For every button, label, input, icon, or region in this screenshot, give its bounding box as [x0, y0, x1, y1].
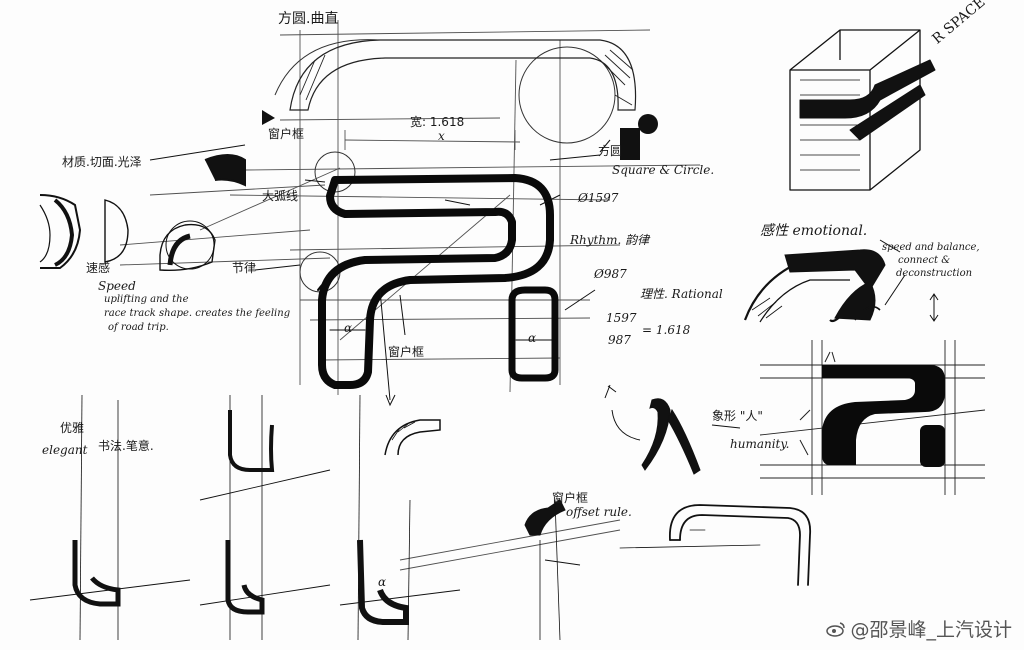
- note-ratio-num: 1597: [606, 311, 637, 325]
- note-window-bottom: 窗户框: [388, 345, 425, 359]
- note-offset-en: offset rule.: [566, 505, 632, 519]
- note-ratio-den: 987: [608, 333, 631, 347]
- note-fangyuan-quzhi: 方圆.曲直: [278, 11, 339, 27]
- note-speed-balance-3: deconstruction: [896, 268, 973, 279]
- main-r-letterform: [317, 174, 559, 389]
- note-elegant-cn: 优雅: [60, 421, 85, 435]
- emotional-r-sketch: [743, 239, 939, 323]
- note-rational: 理性. Rational: [640, 287, 723, 301]
- note-speed-en: Speed: [98, 279, 136, 293]
- watermark: @邵景峰_上汽设计: [826, 615, 1012, 642]
- note-d1597: Ø1597: [578, 191, 619, 205]
- note-alpha: α: [344, 321, 353, 335]
- note-speed-cn: 速感: [86, 261, 111, 275]
- note-rhythm: Rhythm. 韵律: [570, 233, 650, 247]
- note-x-mark: x: [438, 129, 445, 143]
- note-racetrack: race track shape. creates the feeling: [104, 308, 291, 319]
- note-offset-cn: 窗户框: [552, 491, 589, 505]
- square-circle-icon: [599, 114, 658, 160]
- note-emotional: 感性 emotional.: [760, 223, 868, 239]
- note-d987: Ø987: [594, 267, 627, 281]
- note-alpha-c: α: [378, 575, 387, 589]
- note-square-circle-en: Square & Circle.: [612, 163, 715, 177]
- note-speed-balance-1: speed and balance,: [882, 242, 980, 253]
- note-materials: 材质.切面.光泽: [62, 155, 142, 169]
- note-roadtrip: of road trip.: [108, 322, 169, 333]
- note-elegant-en: elegant: [42, 443, 88, 457]
- rational-r-grid: [759, 340, 986, 495]
- note-humanity-cn: 象形 "人": [712, 409, 763, 423]
- rspace-3d-block: [789, 29, 936, 191]
- note-alpha-b: α: [528, 331, 537, 345]
- note-uplifting: uplifting and the: [104, 294, 189, 305]
- weibo-icon: [826, 621, 846, 637]
- humanity-glyph: [604, 384, 741, 475]
- note-width-ratio: 宽: 1.618: [410, 115, 465, 129]
- note-humanity-en: humanity.: [730, 437, 790, 451]
- note-ratio-val: = 1.618: [642, 323, 691, 337]
- leader-arrows: [254, 154, 601, 566]
- material-sections: [39, 144, 246, 272]
- note-square-circle-cn: 方圆: [598, 144, 623, 158]
- offset-track: [619, 504, 812, 586]
- watermark-text: @邵景峰_上汽设计: [850, 619, 1012, 641]
- note-window-top: 窗户框: [268, 127, 305, 141]
- speaker-icon: [262, 110, 275, 125]
- elegant-stroke-sketches: [29, 394, 566, 641]
- note-big-line: 大弧线: [262, 189, 299, 203]
- construction-guides: [119, 20, 701, 571]
- note-rhythm-label: 节律: [232, 261, 257, 275]
- note-calligraphy: 书法.笔意.: [98, 439, 154, 453]
- top-arch: [289, 39, 637, 111]
- note-speed-balance-2: connect &: [898, 255, 951, 266]
